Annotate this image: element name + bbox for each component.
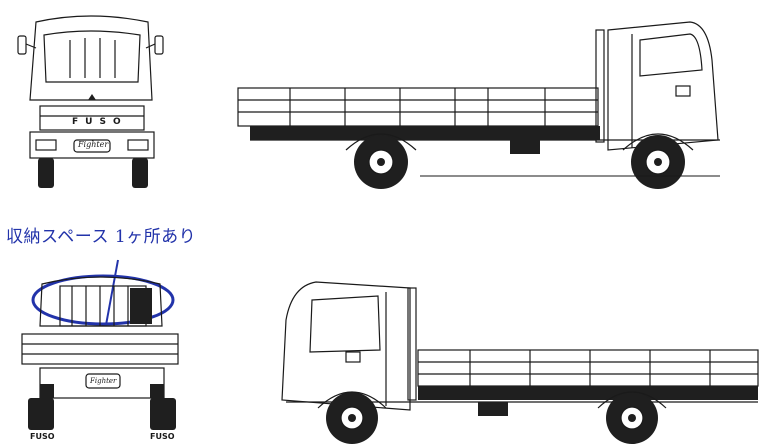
- front-model-badge: Fighter: [78, 140, 109, 149]
- rear-model-badge: Fighter: [90, 377, 117, 385]
- front-brand-label: FUSO: [72, 117, 128, 127]
- storage-highlight-ellipse: [31, 274, 175, 326]
- rear-right-mudflap-label: FUSO: [150, 432, 175, 441]
- rear-left-mudflap-label: FUSO: [30, 432, 55, 441]
- storage-space-annotation: 収納スペース 1ヶ所あり: [6, 227, 197, 247]
